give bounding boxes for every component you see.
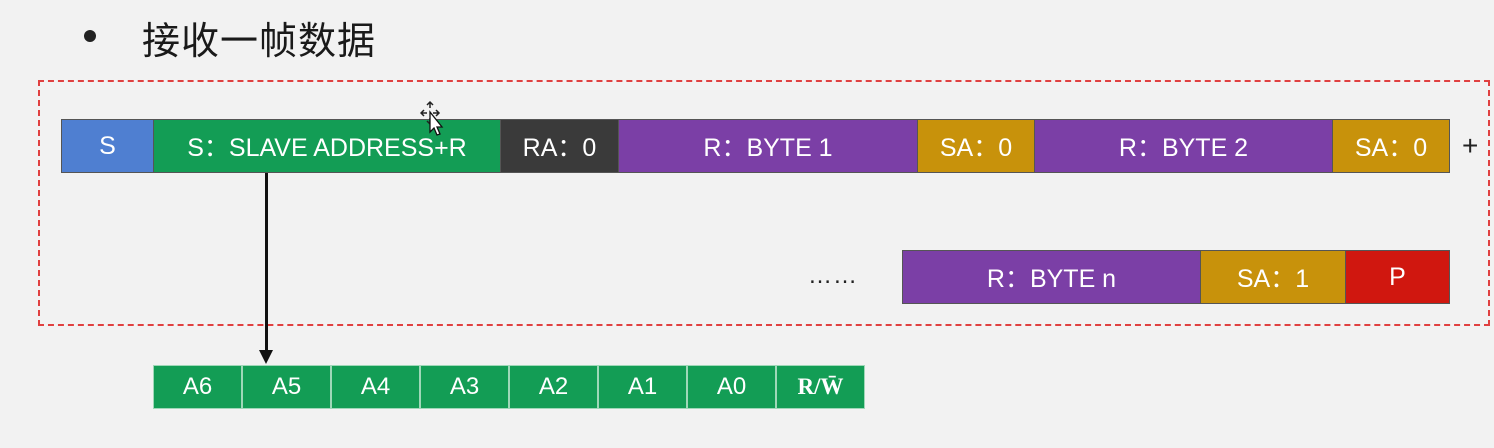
address-bit: A0 [687, 365, 776, 409]
address-bit: A6 [153, 365, 242, 409]
continuation-plus: + [1462, 130, 1479, 161]
address-bit: A4 [331, 365, 420, 409]
send-ack-segment-2: SA：0 [1332, 119, 1450, 173]
arrow-head-icon [259, 350, 273, 364]
move-cursor-icon [420, 100, 444, 136]
frame-boundary [38, 80, 1490, 326]
slide-title: 接收一帧数据 [142, 19, 377, 63]
byte-2-segment: R：BYTE 2 [1034, 119, 1333, 173]
address-bits: A6 A5 A4 A3 A2 A1 A0 R/W̄ [153, 365, 865, 409]
byte-n-segment: R：BYTE n [902, 250, 1201, 304]
address-bit: A1 [598, 365, 687, 409]
ellipsis: …… [808, 262, 858, 289]
receive-ack-segment: RA：0 [500, 119, 619, 173]
address-bit: A3 [420, 365, 509, 409]
down-arrow-icon [265, 173, 268, 355]
address-bit: A5 [242, 365, 331, 409]
byte-1-segment: R：BYTE 1 [618, 119, 918, 173]
slave-address-segment: S：SLAVE ADDRESS+R [153, 119, 501, 173]
send-ack-segment-1: SA：0 [917, 119, 1035, 173]
start-bit: S [61, 119, 154, 173]
send-nack-segment: SA：1 [1200, 250, 1346, 304]
stop-bit: P [1345, 250, 1450, 304]
bullet-dot [84, 30, 96, 42]
read-write-bit: R/W̄ [776, 365, 865, 409]
address-bit: A2 [509, 365, 598, 409]
